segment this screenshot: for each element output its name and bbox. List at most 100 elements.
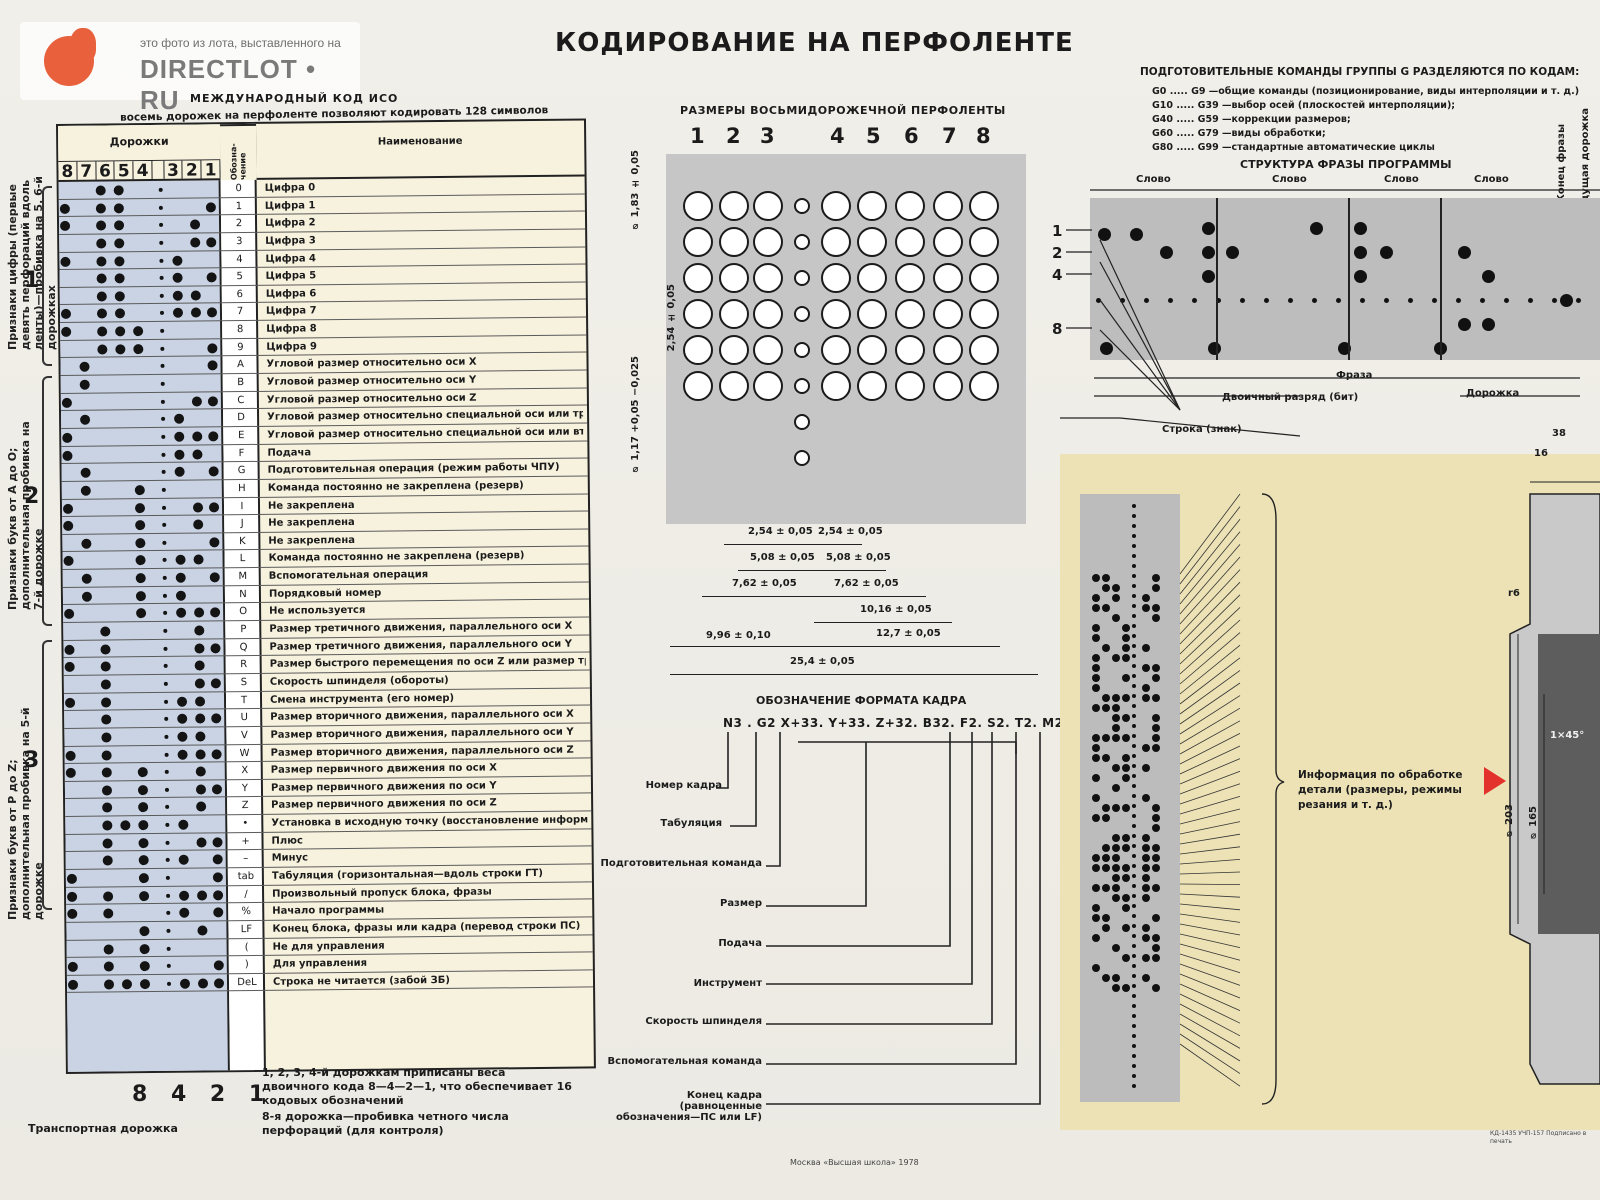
program-hole (1152, 734, 1160, 742)
program-hole (1122, 894, 1130, 902)
watermark: это фото из лота, выставленного на DIREC… (20, 22, 360, 115)
sprocket-hole (1288, 298, 1293, 303)
program-hole (1122, 654, 1130, 662)
program-hole (1102, 864, 1110, 872)
sprocket-hole (1132, 664, 1136, 668)
program-hole (1152, 724, 1160, 732)
format-title: ОБОЗНАЧЕНИЕ ФОРМАТА КАДРА (756, 694, 967, 707)
sprocket-hole (1132, 914, 1136, 918)
sprocket-hole (1132, 574, 1136, 578)
program-hole (1152, 694, 1160, 702)
program-hole (1142, 954, 1150, 962)
dim-d203: ⌀ 203 (1504, 804, 1515, 840)
program-hole (1152, 604, 1160, 612)
sprocket-hole (1096, 298, 1101, 303)
code-hole (933, 371, 963, 401)
feed-hole (794, 450, 810, 466)
dim-b254: 2,54 ± 0,05 (818, 526, 883, 537)
sprocket-hole (1132, 714, 1136, 718)
code-hole (683, 191, 713, 221)
program-hole (1142, 604, 1150, 612)
program-hole (1102, 914, 1110, 922)
sprocket-hole (1132, 624, 1136, 628)
program-hole (1152, 824, 1160, 832)
info-label: Информация по обработке детали (размеры,… (1298, 769, 1463, 811)
code-hole (857, 227, 887, 257)
sprocket-hole (1132, 794, 1136, 798)
format-label: Скорость шпинделя (645, 1016, 762, 1027)
program-hole (1152, 944, 1160, 952)
arrow-num-8: 8 (1052, 320, 1063, 338)
bracket-3 (42, 640, 52, 910)
program-hole (1152, 914, 1160, 922)
sprocket-hole (1132, 564, 1136, 568)
program-tape (1080, 494, 1180, 1102)
red-arrow-icon (1484, 767, 1506, 795)
program-hole (1112, 874, 1120, 882)
phrase-hole (1226, 246, 1239, 259)
sprocket-hole (1360, 298, 1365, 303)
sprocket-hole (1132, 804, 1136, 808)
bracket-2 (42, 376, 52, 626)
poster-title: КОДИРОВАНИЕ НА ПЕРФОЛЕНТЕ (555, 28, 1074, 58)
bracket-1 (42, 186, 52, 366)
sprocket-hole (1132, 774, 1136, 778)
iso-heading: МЕЖДУНАРОДНЫЙ КОД ИСО (190, 92, 399, 105)
program-hole (1152, 714, 1160, 722)
word-divider (1440, 198, 1442, 360)
phrase-hole (1202, 246, 1215, 259)
sprocket-hole (1480, 298, 1485, 303)
dimline-4 (814, 622, 952, 623)
phrase-hole (1310, 222, 1323, 235)
code-hole (969, 371, 999, 401)
program-hole (1152, 584, 1160, 592)
phrase-hole (1202, 222, 1215, 235)
code-hole (969, 227, 999, 257)
code-hole (895, 263, 925, 293)
sprocket-hole (1408, 298, 1413, 303)
program-hole (1092, 814, 1100, 822)
program-hole (1102, 924, 1110, 932)
program-hole (1152, 574, 1160, 582)
code-hole (753, 191, 783, 221)
program-hole (1142, 864, 1150, 872)
sprocket-hole (1132, 814, 1136, 818)
code-hole (719, 191, 749, 221)
phrase-hole (1338, 342, 1351, 355)
program-hole (1122, 904, 1130, 912)
sprocket-hole (1132, 644, 1136, 648)
track-label: Дорожка (1466, 388, 1520, 399)
gcode-line-3: G60 ..... G79 —виды обработки; (1152, 128, 1326, 139)
program-hole (1102, 844, 1110, 852)
program-hole (1092, 624, 1100, 632)
sprocket-hole (1132, 754, 1136, 758)
program-hole (1092, 754, 1100, 762)
tape-track-number: 2 (726, 124, 741, 148)
program-hole (1092, 774, 1100, 782)
format-string: N3 . G2 X+33. Y+33. Z+32. B32. F2. S2. T… (723, 716, 1075, 730)
program-hole (1122, 874, 1130, 882)
program-hole (1112, 694, 1120, 702)
format-label: Подготовительная команда (600, 858, 762, 869)
phrase-hole (1458, 246, 1471, 259)
note-weights: 1, 2, 3, 4-й дорожкам приписаны веса дво… (262, 1066, 572, 1107)
sprocket-hole (1132, 694, 1136, 698)
program-hole (1122, 804, 1130, 812)
code-hole (969, 335, 999, 365)
binary-weights: 8 4 2 1 (132, 1082, 273, 1107)
program-hole (1092, 854, 1100, 862)
sprocket-hole (1132, 964, 1136, 968)
program-hole (1102, 584, 1110, 592)
code-hole (895, 371, 925, 401)
sprocket-hole (1132, 684, 1136, 688)
sprocket-hole (1504, 298, 1509, 303)
feed-hole (794, 378, 810, 394)
program-hole (1142, 924, 1150, 932)
program-hole (1092, 634, 1100, 642)
program-hole (1152, 674, 1160, 682)
dim-r6: r6 (1508, 588, 1520, 599)
program-hole (1092, 594, 1100, 602)
publisher-footer: Москва «Высшая школа» 1978 (790, 1158, 919, 1167)
program-hole (1122, 714, 1130, 722)
phrase-hole (1098, 228, 1111, 241)
